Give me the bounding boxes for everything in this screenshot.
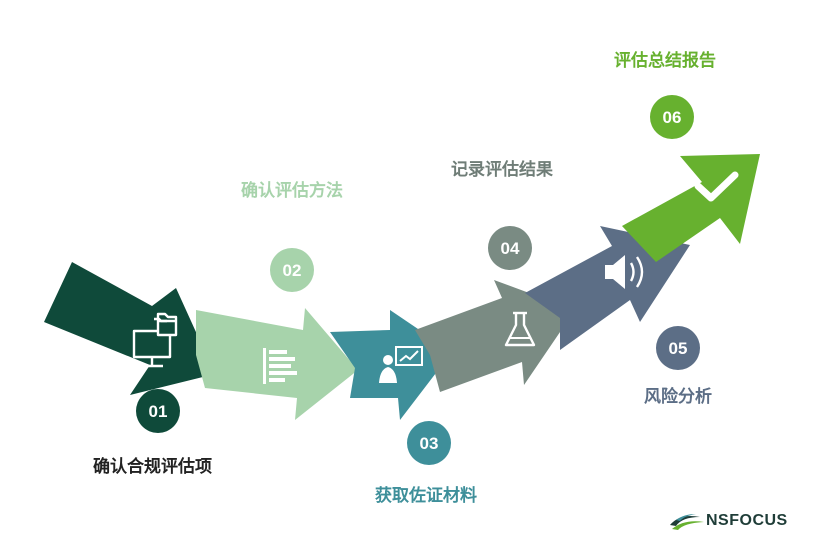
step-04-number: 04 — [501, 239, 520, 258]
step-06-badge: 06 — [650, 95, 694, 139]
step-06-label: 评估总结报告 — [614, 51, 716, 71]
step-02-number: 02 — [283, 261, 302, 280]
step-01-number: 01 — [149, 402, 168, 421]
folders-monitor-icon — [132, 312, 178, 368]
flask-icon — [504, 311, 536, 347]
brand-name: NSFOCUS — [706, 512, 788, 529]
arrow-step-06 — [622, 154, 760, 262]
step-04-badge: 04 — [488, 226, 532, 270]
speaker-icon — [605, 255, 644, 289]
nsfocus-logo: NSFOCUS — [668, 511, 818, 533]
step-03-number: 03 — [420, 434, 439, 453]
step-02-badge: 02 — [270, 248, 314, 292]
checkmark-icon — [694, 171, 739, 202]
arrow-step-04 — [415, 280, 575, 392]
step-01-badge: 01 — [136, 389, 180, 433]
nsfocus-swoosh-icon — [670, 514, 704, 530]
step-04-label: 记录评估结果 — [451, 160, 553, 180]
step-03-badge: 03 — [407, 421, 451, 465]
arrow-step-05 — [525, 226, 690, 350]
presenter-chart-icon — [379, 346, 423, 383]
step-01-label: 确认合规评估项 — [93, 457, 212, 477]
step-06-number: 06 — [663, 108, 682, 127]
step-05-label: 风险分析 — [644, 387, 712, 407]
bar-list-icon — [263, 348, 297, 384]
arrow-step-01 — [44, 262, 215, 395]
step-03-label: 获取佐证材料 — [375, 486, 477, 506]
step-05-badge: 05 — [656, 326, 700, 370]
step-02-label: 确认评估方法 — [241, 181, 343, 201]
step-05-number: 05 — [669, 339, 688, 358]
